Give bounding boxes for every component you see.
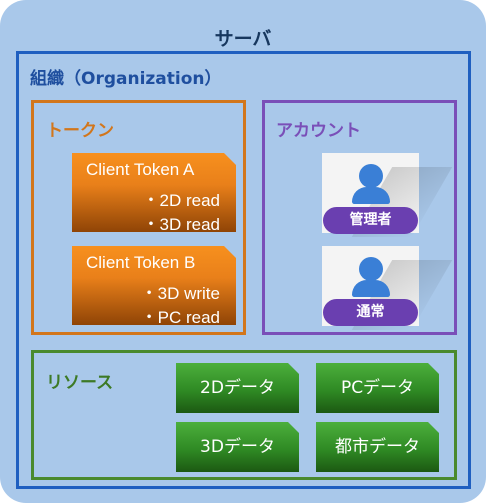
token-scope: ・3D write — [140, 284, 220, 303]
admin-badge: 管理者 — [323, 207, 418, 234]
resource-city-data: 都市データ — [316, 422, 439, 472]
organization-title: 組織（Organization） — [30, 69, 222, 89]
organization-container — [16, 51, 471, 489]
user-icon — [359, 257, 383, 281]
resources-title: リソース — [46, 373, 114, 393]
client-token-b: Client Token B ・3D write ・PC read — [72, 246, 236, 325]
resource-pc-data: PCデータ — [316, 363, 439, 413]
token-scope: ・2D read — [142, 191, 220, 210]
token-scope: ・3D read — [142, 215, 220, 234]
server-title: サーバ — [214, 28, 272, 50]
token-scope: ・PC read — [140, 308, 220, 327]
client-token-a: Client Token A ・2D read ・3D read — [72, 153, 236, 232]
tokens-group — [31, 100, 246, 335]
user-icon — [359, 164, 383, 188]
resource-3d-data: 3Dデータ — [176, 422, 299, 472]
normal-badge: 通常 — [323, 299, 418, 326]
accounts-title: アカウント — [276, 121, 361, 141]
accounts-group — [262, 100, 457, 335]
token-name: Client Token B — [86, 253, 196, 272]
resources-group — [31, 350, 457, 480]
resource-2d-data: 2Dデータ — [176, 363, 299, 413]
token-name: Client Token A — [86, 160, 195, 179]
tokens-title: トークン — [46, 121, 114, 141]
